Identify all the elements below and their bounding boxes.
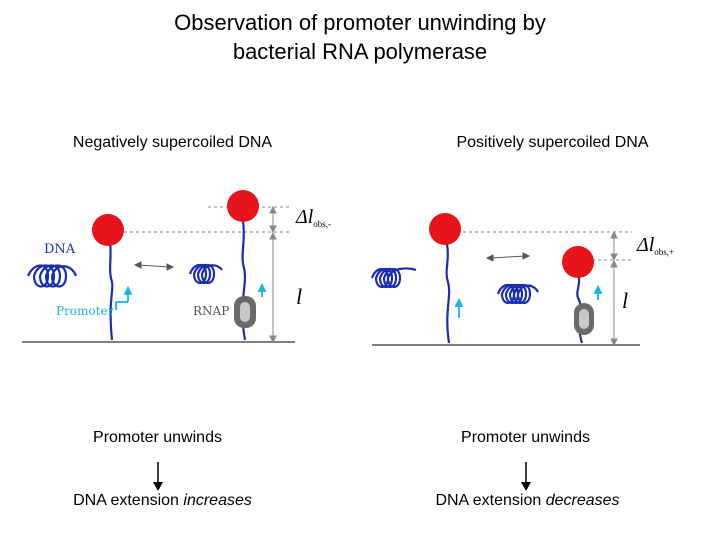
down-arrow-left bbox=[153, 462, 163, 491]
delta-l-arrow-right bbox=[610, 230, 618, 262]
magnetic-bead-right-2 bbox=[562, 246, 594, 278]
page-title: Observation of promoter unwinding by bac… bbox=[0, 8, 720, 66]
right-outcome-emphasis: decreases bbox=[545, 492, 620, 509]
down-arrow-right bbox=[521, 462, 531, 491]
left-outcome-prefix: DNA extension bbox=[73, 492, 184, 509]
dna-strand-right-1 bbox=[370, 243, 451, 344]
promoter-marker-right-1 bbox=[454, 297, 464, 318]
length-label-left: l bbox=[296, 284, 303, 309]
title-line-2: bacterial RNA polymerase bbox=[232, 39, 488, 64]
title-line-1: Observation of promoter unwinding by bbox=[174, 10, 546, 35]
dna-label: DNA bbox=[44, 242, 76, 257]
left-panel-heading: Negatively supercoiled DNA bbox=[72, 134, 273, 151]
length-label-right: l bbox=[622, 288, 629, 313]
promoter-label: Promoter bbox=[56, 304, 114, 318]
delta-subscript-left: obs,- bbox=[313, 219, 332, 229]
l-arrow-left bbox=[269, 231, 277, 344]
delta-length-label-right: Δlobs,+ bbox=[637, 234, 674, 257]
l-arrow-right bbox=[610, 259, 618, 347]
rnap-left bbox=[234, 296, 256, 328]
magnetic-bead-left-1 bbox=[92, 214, 124, 246]
rnap-label: RNAP bbox=[193, 304, 230, 318]
right-outcome-line2: DNA extension decreases bbox=[405, 492, 650, 510]
transition-arrow-right bbox=[485, 252, 531, 262]
right-outcome-prefix: DNA extension bbox=[435, 492, 546, 509]
delta-length-label-left: Δlobs,- bbox=[296, 206, 331, 229]
promoter-marker-left-2 bbox=[257, 282, 267, 297]
dna-strand-left-1 bbox=[26, 239, 114, 341]
magnetic-bead-left-2 bbox=[227, 190, 259, 222]
left-outcome-line1: Promoter unwinds bbox=[93, 429, 222, 446]
delta-symbol-right: Δl bbox=[637, 234, 655, 256]
rnap-right bbox=[574, 303, 594, 335]
promoter-marker-left-1 bbox=[115, 285, 133, 310]
delta-l-arrow-left bbox=[269, 205, 277, 234]
left-outcome-emphasis: increases bbox=[183, 492, 252, 509]
magnetic-bead-right-1 bbox=[429, 213, 461, 245]
right-outcome-line1: Promoter unwinds bbox=[461, 429, 590, 446]
left-outcome-line2: DNA extension increases bbox=[40, 492, 285, 510]
promoter-marker-right-2 bbox=[593, 284, 603, 300]
delta-subscript-right: obs,+ bbox=[654, 247, 675, 257]
delta-symbol-left: Δl bbox=[296, 206, 314, 228]
transition-arrow-left bbox=[133, 261, 175, 271]
right-panel-heading: Positively supercoiled DNA bbox=[456, 134, 649, 151]
dna-strand-right-2 bbox=[496, 271, 584, 344]
